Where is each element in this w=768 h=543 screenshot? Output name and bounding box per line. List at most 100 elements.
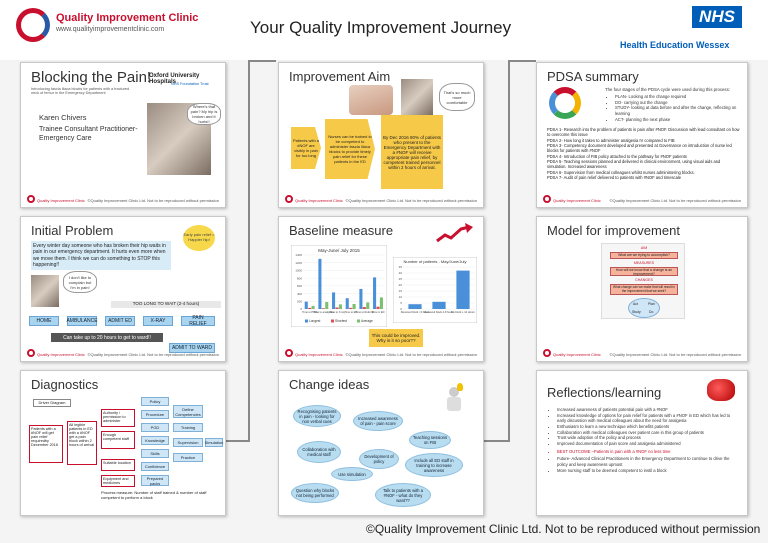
flow-arrow (484, 440, 510, 442)
thinking-figure-icon (445, 387, 463, 413)
future-point: Future- Advanced Clinical Practitioners … (557, 456, 739, 467)
y-tick-label: 30 (399, 271, 403, 275)
y-tick-label: 800 (297, 276, 302, 280)
page-title: Your Quality Improvement Journey (250, 18, 512, 37)
patient-photo (31, 275, 59, 307)
tertiary-driver: Procedure (141, 410, 169, 419)
qi-clinic-logo-icon (16, 8, 50, 42)
aim-statement: By Dec 2016 80% of patients who present … (381, 115, 443, 189)
legend-swatch (305, 319, 308, 323)
flow-arrow (508, 60, 536, 62)
change-idea-bubble: Use simulation (331, 467, 373, 481)
slide-title: Diagnostics (31, 377, 99, 392)
bar (373, 277, 377, 309)
copyright-notice: ©Quality Improvement Clinic Ltd. Not to … (366, 522, 761, 536)
tertiary-driver: Knowledge (141, 436, 169, 445)
flow-arrow (508, 60, 510, 442)
speech-bubble: Where's that pain? My hip is broken and … (187, 103, 221, 125)
reflection-point: Increased knowledge of options for pain … (557, 413, 739, 424)
bar (338, 304, 342, 309)
slide-improvement-aim: Improvement Aim That's so much more comf… (278, 62, 484, 208)
footer-org: Quality Improvement Clinic (37, 198, 85, 203)
bar (345, 298, 349, 309)
bar (349, 307, 353, 309)
header: Quality Improvement Clinic www.qualityim… (0, 0, 768, 60)
flow-arrow (248, 60, 276, 62)
pdsa-stages: PLAN- Looking at the change required DO-… (607, 94, 741, 122)
health-education-wessex: Health Education Wessex (620, 40, 730, 50)
footer-org: Quality Improvement Clinic (553, 198, 601, 203)
x-tick-label: Received block <4 hours (401, 310, 430, 314)
bar (304, 301, 308, 309)
y-tick-label: 400 (297, 292, 302, 296)
y-tick-label: 10 (399, 295, 403, 299)
slide-title: PDSA summary (547, 69, 639, 84)
org-url: www.qualityimprovementclinic.com (56, 26, 165, 33)
slide-title: Improvement Aim (289, 69, 391, 84)
bar (376, 306, 380, 309)
step-home: HOME (29, 316, 59, 326)
bar (311, 305, 315, 309)
question-mark-icon (457, 383, 463, 391)
pdsa-stage: ACT- planning the next phase (615, 117, 741, 123)
pdsa-list: PDSA 1- Research into the problem of pat… (547, 127, 741, 180)
aim-problem: Patients with a #NOF are visibly in pain… (291, 127, 321, 169)
pdsa-item: PDSA 3- Competency document developed an… (547, 142, 732, 154)
speech-bubble: That's so much more comfortable (439, 83, 475, 111)
tertiary-driver: Skills (141, 449, 169, 458)
slide-initial-problem: Initial Problem Every winter day someone… (20, 216, 226, 362)
secondary-driver: Authority / permission to administer (101, 409, 135, 427)
brain-figure-icon (707, 379, 735, 401)
author-name: Karen Chivers (39, 113, 87, 122)
reflection-point: Increased awareness of patients potentia… (557, 407, 739, 413)
secondary-driver: Suitable location (101, 459, 135, 471)
y-tick-label: 5 (400, 301, 402, 305)
footer-org: Quality Improvement Clinic (295, 352, 343, 357)
change-idea-bubble: Question why blocks not being performed (291, 483, 339, 503)
x-tick-label: Time to Referral (355, 310, 374, 314)
cycle-act: Act (633, 302, 638, 306)
y-tick-label: 600 (297, 284, 302, 288)
legend-swatch (357, 319, 360, 323)
step-xray: X-RAY (143, 316, 173, 326)
speech-bubble: I don't like to complain but I'm in pain… (63, 271, 97, 293)
slide-subtitle: Introducing fascia iliaca blocks for pat… (31, 87, 130, 95)
footer-copy: ©Quality Improvement Clinic Ltd. Not to … (87, 352, 219, 357)
step-admit-ed: ADMIT ED (105, 316, 135, 326)
footer-logo-icon (27, 349, 35, 357)
bar (321, 308, 325, 309)
x-tick-label: No block ≥ 14 Hours (451, 310, 475, 314)
wait-banner: Can take up to 20 hours to get to ward!! (51, 333, 163, 342)
aim-solution: Nurses can be trained to be competent to… (325, 119, 375, 179)
change-idea-bubble: Collaboration with medical staff (297, 441, 341, 463)
footer-logo-icon (27, 195, 35, 203)
improvement-question: This could be improved. Why is it so poo… (369, 329, 423, 347)
change-idea: Supervision (173, 438, 203, 447)
tertiary-driver: Confidence (141, 462, 169, 471)
footer-logo-icon (285, 195, 293, 203)
slide-title: Change ideas (289, 377, 370, 392)
bar (362, 307, 366, 309)
legend-label: Longest (309, 319, 320, 323)
y-tick-label: 25 (399, 277, 403, 281)
process-measure: Process measure: Number of staff trained… (101, 490, 207, 500)
y-tick-label: 0 (300, 307, 302, 311)
pdsa-item: PDSA 5- Teaching sessions planned and de… (547, 158, 721, 170)
flow-arrow (248, 60, 250, 442)
footer-org: Quality Improvement Clinic (295, 198, 343, 203)
change-idea: Simulation (204, 438, 224, 447)
slide-title: Reflections/learning (547, 385, 662, 400)
aim-box: Patients with a #NOF will get pain relie… (29, 425, 63, 463)
bar (308, 307, 312, 309)
flow-arrow (226, 440, 250, 442)
slide-blocking-the-pain: Blocking the Pain! Introducing fascia il… (20, 62, 226, 208)
changes-question: What change can we make that will result… (610, 284, 678, 295)
step-admit-ward: ADMIT TO WARD (169, 343, 215, 353)
change-idea-bubble: Recognising patients in pain - looking f… (293, 405, 341, 427)
bar (352, 303, 356, 309)
change-idea: Practice (173, 453, 203, 462)
footer-copy: ©Quality Improvement Clinic Ltd. Not to … (345, 198, 477, 203)
bar (379, 297, 383, 309)
idea-bulb-icon: Early pain relief = Happier hip! (183, 225, 215, 251)
bar (335, 307, 339, 309)
